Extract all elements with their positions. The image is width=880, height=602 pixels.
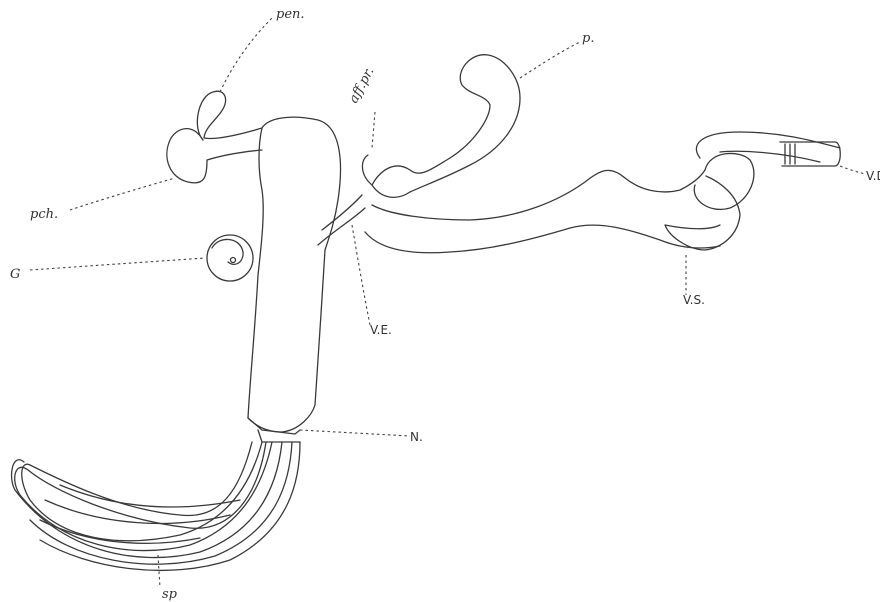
- leader-aff-pr: [372, 112, 375, 148]
- label-ve: V.E.: [370, 323, 392, 337]
- central-gland-body: [248, 117, 341, 432]
- label-sp: sp: [162, 587, 178, 602]
- leader-g: [30, 258, 205, 270]
- leader-ve: [352, 225, 370, 325]
- label-pch: pch.: [30, 207, 58, 222]
- vas-deferens-duct: [365, 170, 720, 253]
- label-g: G: [10, 267, 20, 282]
- leader-n: [300, 430, 410, 436]
- penis-tube: [372, 55, 520, 198]
- leader-pen: [220, 18, 272, 92]
- label-n: N.: [410, 430, 423, 444]
- afferent-duct: [318, 195, 365, 245]
- gland-g-circle: [207, 235, 253, 281]
- label-pen: pen.: [276, 7, 305, 22]
- gland-g-inner: [212, 239, 243, 264]
- label-p: p.: [582, 31, 594, 46]
- gland-g-pore: [231, 258, 236, 263]
- penis-inner-curve: [362, 155, 372, 185]
- leader-pch: [70, 178, 175, 210]
- label-vs: V.S.: [683, 293, 705, 307]
- label-aff-pr: aff.pr.: [346, 65, 377, 106]
- leader-sp: [158, 555, 160, 588]
- penial-hook-outline: [167, 91, 262, 183]
- leader-vd: [840, 166, 865, 174]
- spermatophore-filaments: [12, 442, 300, 570]
- label-vd: V.D.: [866, 169, 880, 183]
- vesicula-seminalis: [665, 132, 840, 250]
- leader-p: [520, 42, 580, 78]
